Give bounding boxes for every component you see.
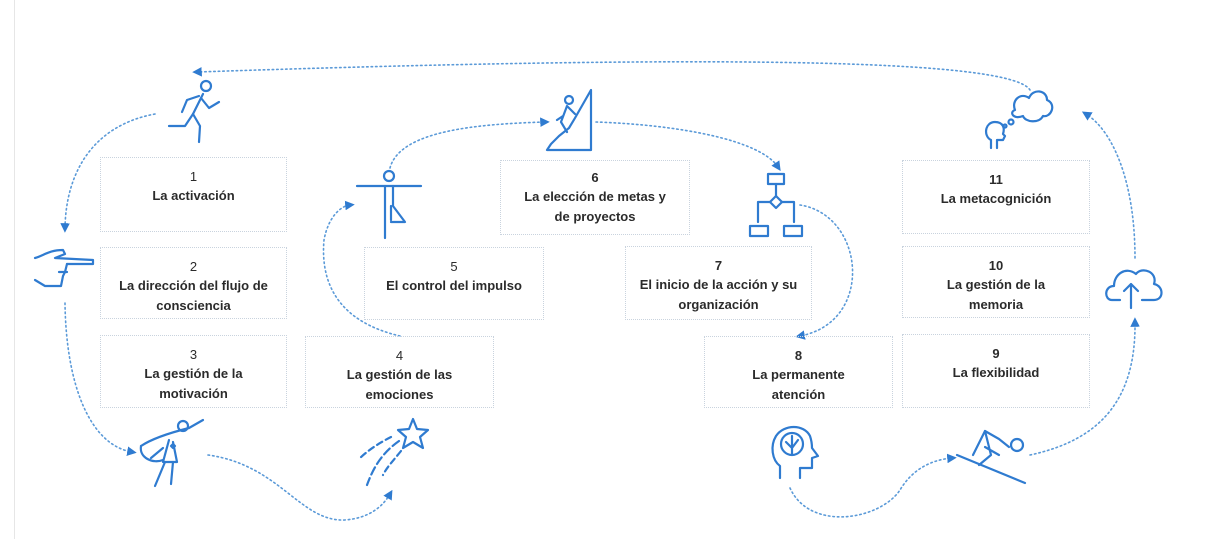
step-box-1: 1 La activación xyxy=(100,157,287,232)
thought-bubble-icon xyxy=(985,78,1057,155)
connector-6-to-7 xyxy=(595,121,781,171)
step-box-3: 3 La gestión de la motivación xyxy=(100,335,287,408)
left-border-line xyxy=(14,0,15,539)
step-box-8: 8 La permanente atención xyxy=(704,336,893,408)
step-label: La gestión de la memoria xyxy=(946,277,1046,312)
skier-icon xyxy=(955,425,1035,492)
connector-5-to-6 xyxy=(389,117,550,169)
step-number: 4 xyxy=(395,348,404,363)
step-number: 8 xyxy=(794,348,803,363)
step-number: 10 xyxy=(988,258,1004,273)
step-label: La elección de metas y de proyectos xyxy=(524,189,666,224)
brain-head-icon xyxy=(770,422,830,487)
shooting-star-icon xyxy=(355,415,435,495)
step-box-10: 10 La gestión de la memoria xyxy=(902,246,1090,318)
flowchart-icon xyxy=(748,172,804,247)
step-label: La permanente atención xyxy=(752,367,845,402)
superhero-icon xyxy=(133,418,213,495)
connector-10-to-11 xyxy=(1081,111,1136,259)
pointing-hand-icon xyxy=(33,248,95,297)
step-number: 5 xyxy=(450,259,458,274)
step-box-2: 2 La dirección del flujo de consciencia xyxy=(100,247,287,319)
step-box-9: 9 La flexibilidad xyxy=(902,334,1090,408)
runner-icon xyxy=(165,79,225,151)
step-number: 11 xyxy=(989,172,1003,187)
yoga-pose-icon xyxy=(355,169,425,247)
connector-3-to-4 xyxy=(207,454,393,521)
step-label: El control del impulso xyxy=(386,278,522,293)
step-box-11: 11 La metacognición xyxy=(902,160,1090,234)
step-number: 2 xyxy=(189,259,198,274)
connector-11-to-1 xyxy=(192,60,1031,91)
step-label: El inicio de la acción y su organización xyxy=(639,277,798,312)
step-number: 9 xyxy=(992,346,1000,361)
step-number: 3 xyxy=(189,347,198,362)
step-label: La dirección del flujo de consciencia xyxy=(119,278,268,313)
step-label: La gestión de las emociones xyxy=(346,367,453,402)
step-box-7: 7 El inicio de la acción y su organizaci… xyxy=(625,246,812,320)
connector-4-to-5 xyxy=(322,200,401,337)
step-number: 1 xyxy=(189,169,198,184)
step-number: 7 xyxy=(714,258,723,273)
step-box-4: 4 La gestión de las emociones xyxy=(305,336,494,408)
step-label: La metacognición xyxy=(940,191,1052,206)
step-box-6: 6 La elección de metas y de proyectos xyxy=(500,160,690,235)
step-label: La activación xyxy=(152,188,235,203)
connector-9-to-10 xyxy=(1029,317,1140,456)
connector-7-to-8 xyxy=(795,204,854,340)
cloud-upload-icon xyxy=(1102,262,1164,315)
climber-icon xyxy=(545,88,597,157)
step-number: 6 xyxy=(591,170,599,185)
step-label: La flexibilidad xyxy=(952,365,1040,380)
connector-1-to-2 xyxy=(60,113,156,233)
step-box-5: 5 El control del impulso xyxy=(364,247,544,320)
step-label: La gestión de la motivación xyxy=(144,366,243,401)
connector-2-to-3 xyxy=(64,302,137,456)
